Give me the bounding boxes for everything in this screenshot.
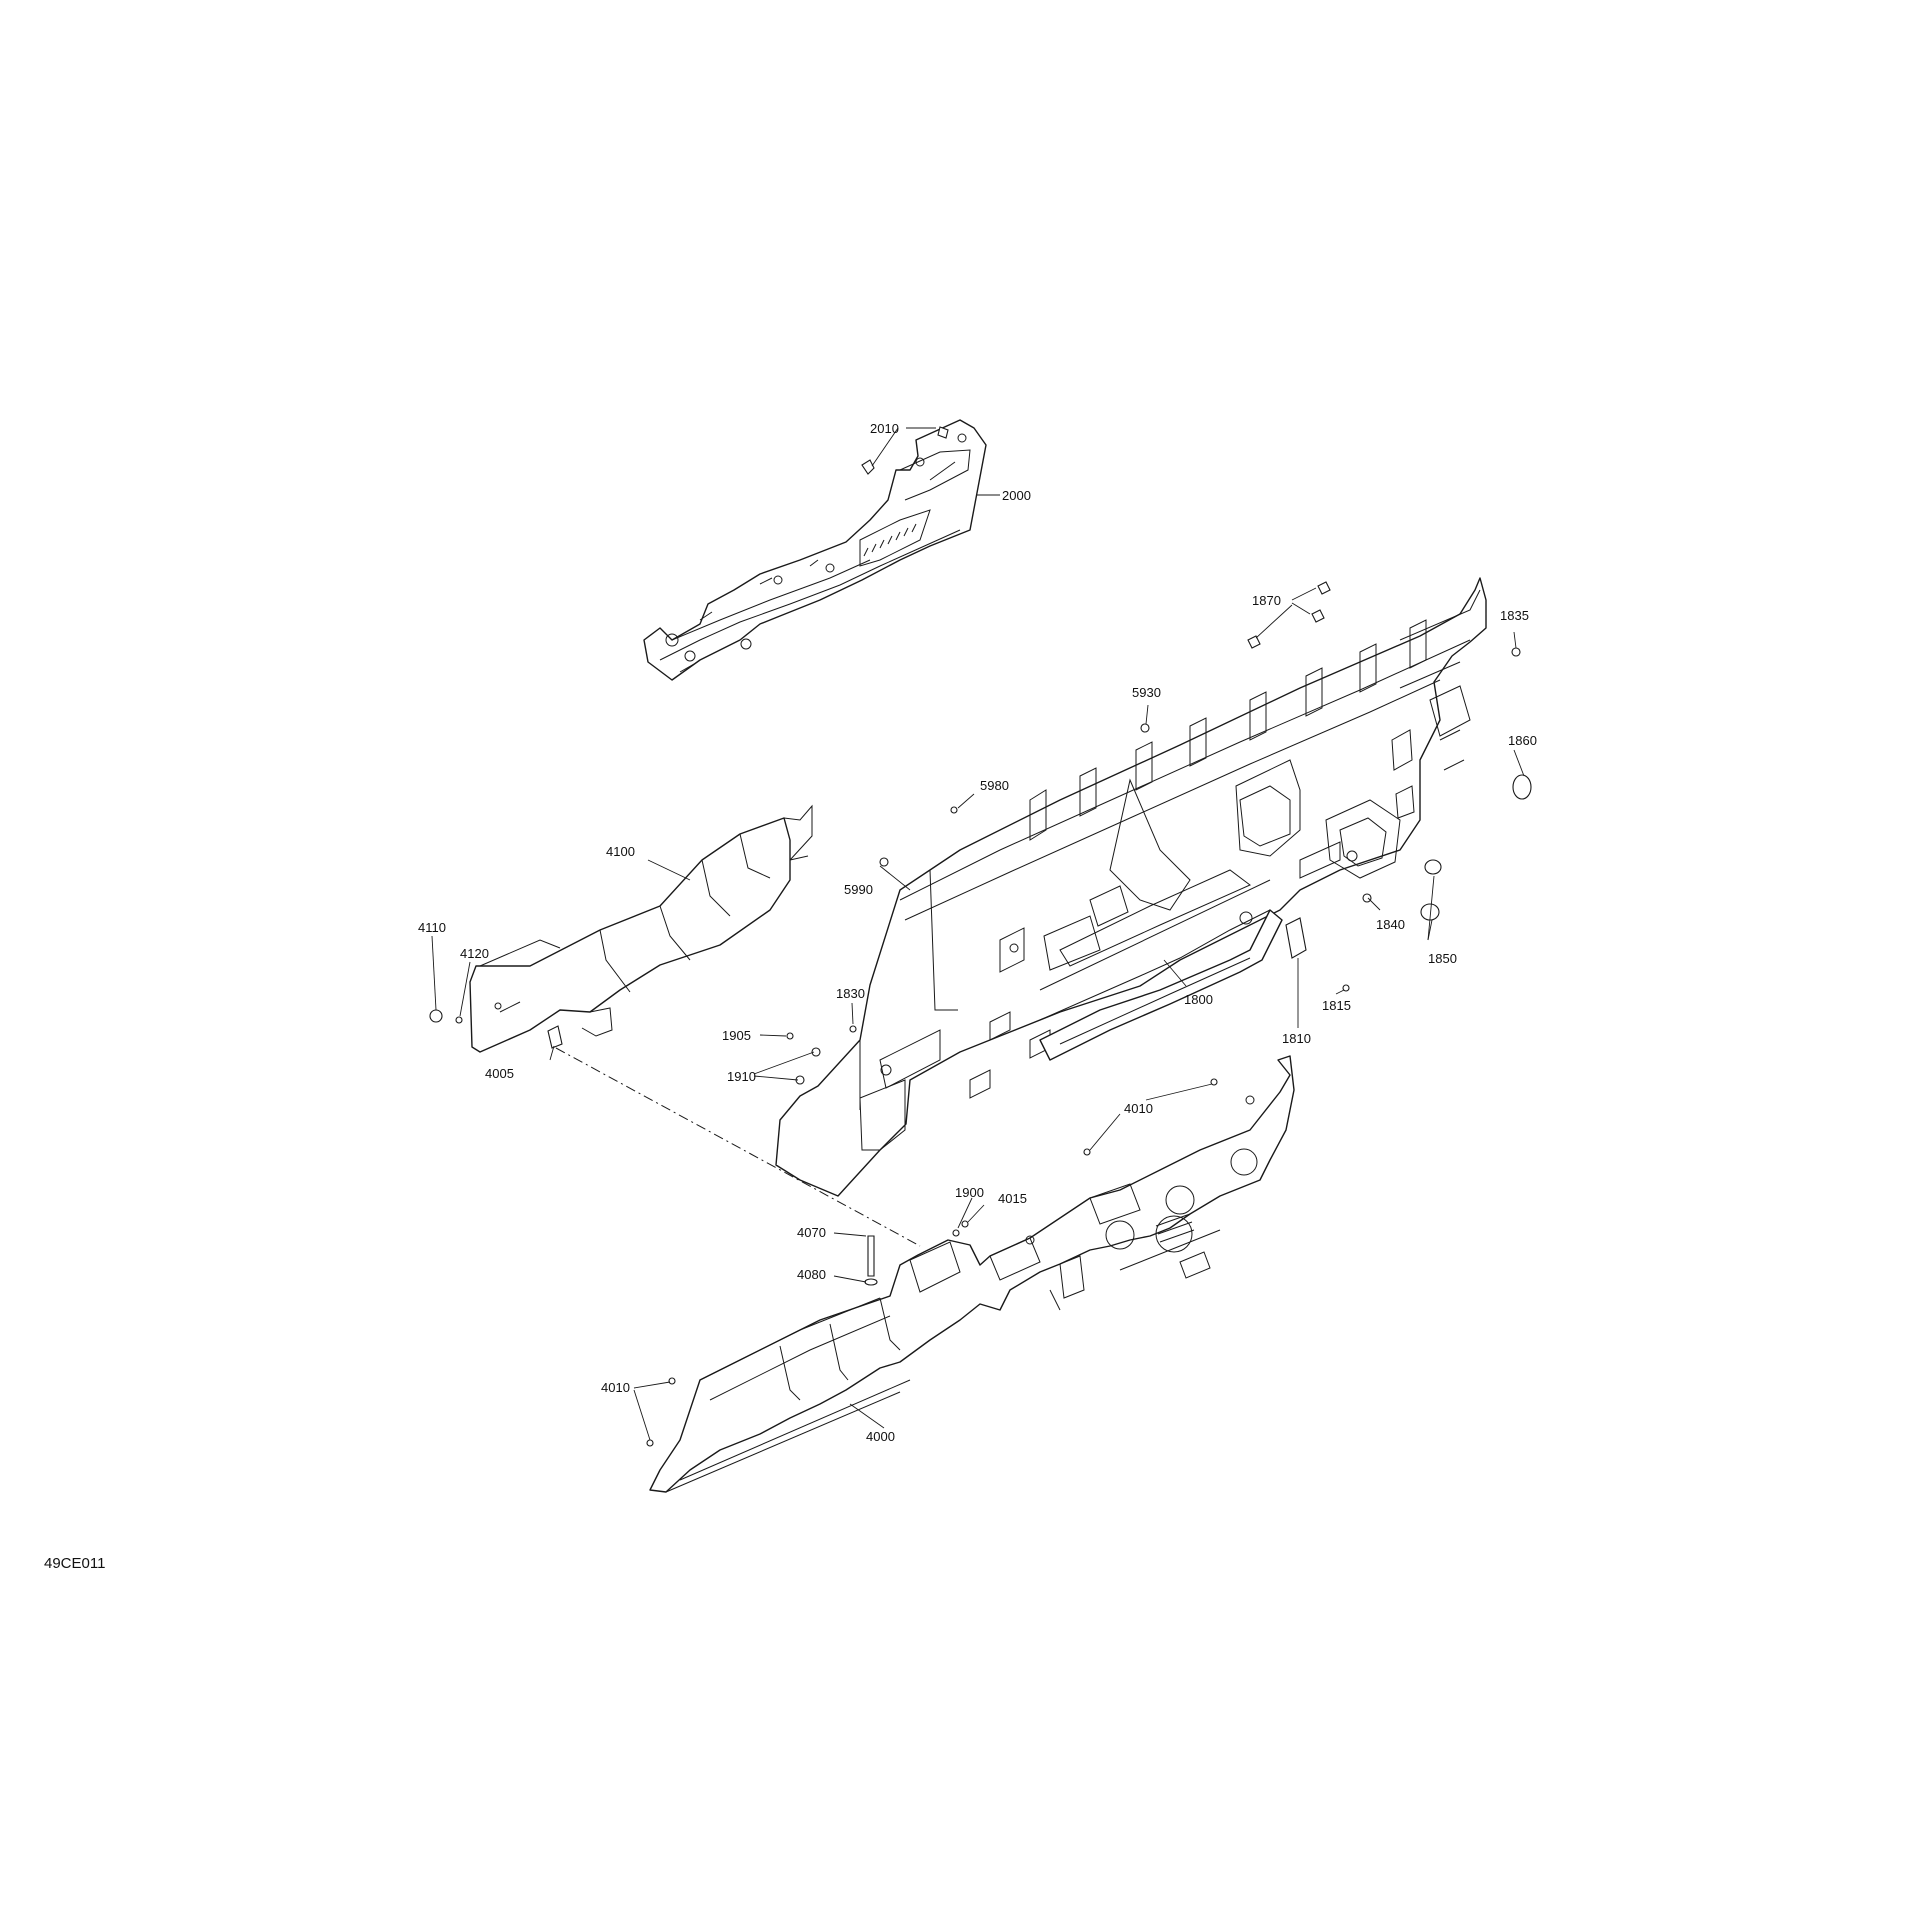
- callout-1840: 1840: [1376, 917, 1405, 932]
- screw-1900: [952, 1229, 960, 1237]
- grommet-1850-a: [1424, 859, 1442, 875]
- callout-5990: 5990: [844, 882, 873, 897]
- washer-4120: [455, 1016, 463, 1024]
- callout-1910: 1910: [727, 1069, 756, 1084]
- nut-5990: [879, 857, 889, 867]
- nut-5930: [1140, 723, 1150, 733]
- screw-1815: [1342, 984, 1350, 992]
- callout-4120: 4120: [460, 946, 489, 961]
- hardware-fasteners: [429, 426, 1532, 1447]
- part-4100-left-duct: [469, 804, 813, 1053]
- callout-1815: 1815: [1322, 998, 1351, 1013]
- callout-4100: 4100: [606, 844, 635, 859]
- callout-1830: 1830: [836, 986, 865, 1001]
- callout-4015: 4015: [998, 1191, 1027, 1206]
- screw-1905: [786, 1032, 794, 1040]
- screw-4010-d: [646, 1439, 654, 1447]
- callout-1905: 1905: [722, 1028, 751, 1043]
- callout-5980: 5980: [980, 778, 1009, 793]
- part-1800-main-frame: [775, 577, 1487, 1197]
- callout-1835: 1835: [1500, 608, 1529, 623]
- part-4000-lower-panel: [649, 1055, 1295, 1493]
- callout-4010-lower: 4010: [601, 1380, 630, 1395]
- diagram-code: 49CE011: [44, 1555, 105, 1572]
- callout-4010-upper: 4010: [1124, 1101, 1153, 1116]
- callout-4110: 4110: [418, 920, 446, 935]
- nut-1835: [1511, 647, 1521, 657]
- callout-1810: 1810: [1282, 1031, 1311, 1046]
- screw-2010-a: [937, 426, 949, 439]
- callout-1850: 1850: [1428, 951, 1457, 966]
- callout-5930: 5930: [1132, 685, 1161, 700]
- callout-4070: 4070: [797, 1225, 826, 1240]
- screw-4010-a: [1210, 1078, 1218, 1086]
- screw-2010-b: [861, 459, 875, 475]
- screw-5980: [950, 806, 958, 814]
- screw-1870-c: [1247, 635, 1261, 649]
- screw-1870-a: [1317, 581, 1331, 595]
- clip-4110: [429, 1009, 443, 1023]
- callout-4000: 4000: [866, 1429, 895, 1444]
- screw-1830: [849, 1025, 857, 1033]
- callout-1800: 1800: [1184, 992, 1213, 1007]
- grommet-1860: [1512, 774, 1532, 800]
- screw-4010-c: [668, 1377, 676, 1385]
- screw-4010-b: [1083, 1148, 1091, 1156]
- callout-2000: 2000: [1002, 488, 1031, 503]
- clip-4005: [547, 1025, 563, 1049]
- callout-1860: 1860: [1508, 733, 1537, 748]
- callout-2010: 2010: [870, 421, 899, 436]
- callout-1870: 1870: [1252, 593, 1281, 608]
- clip-1840: [1362, 893, 1372, 903]
- callout-labels: 2010 2000 1870 1835 5930 1860 5980 4100 …: [418, 421, 1537, 1444]
- washer-4080: [864, 1278, 878, 1286]
- leader-lines: [431, 427, 1525, 1441]
- part-2000-upper-rail: [643, 419, 987, 681]
- callout-4005: 4005: [485, 1066, 514, 1081]
- bracket-1810: [1285, 917, 1307, 959]
- pin-4070: [867, 1235, 875, 1277]
- screw-4015: [961, 1220, 969, 1228]
- callout-4080: 4080: [797, 1267, 826, 1282]
- nut-1910-a: [811, 1047, 821, 1057]
- callout-1900: 1900: [955, 1185, 984, 1200]
- screw-1870-b: [1311, 609, 1325, 623]
- part-1800-lower-bar: [1039, 909, 1283, 1061]
